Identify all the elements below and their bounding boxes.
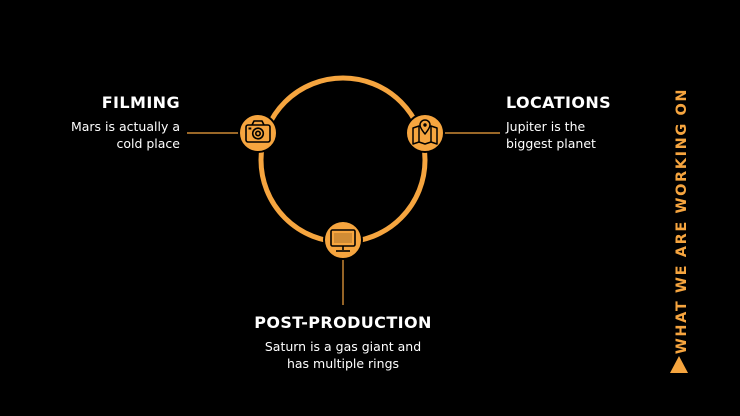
filming-description-line: cold place	[116, 136, 180, 151]
locations-description: Jupiter is the biggest planet	[506, 118, 646, 152]
filming-title: FILMING	[101, 93, 180, 112]
post-production-node	[323, 220, 363, 260]
triangle-arrow-icon	[670, 356, 688, 373]
cycle-ring	[258, 75, 428, 245]
locations-title: LOCATIONS	[506, 93, 612, 112]
side-title-text: WHAT WE ARE WORKING ON	[674, 87, 691, 355]
post-production-description-line: has multiple rings	[286, 356, 400, 371]
post-production-description: Saturn is a gas giant and has multiple r…	[213, 338, 473, 372]
locations-description-line: biggest planet	[506, 136, 596, 151]
map-pin-icon	[412, 119, 438, 145]
side-title: WHAT WE ARE WORKING ON	[671, 88, 693, 354]
post-production-description-line: Saturn is a gas giant and	[264, 339, 422, 354]
filming-description-line: Mars is actually a	[70, 119, 180, 134]
filming-block: FILMING Mars is actually a cold place	[40, 94, 180, 152]
locations-description-line: Jupiter is the	[506, 119, 586, 134]
post-production-block: POST-PRODUCTION Saturn is a gas giant an…	[213, 314, 473, 372]
monitor-icon	[330, 229, 356, 252]
filming-node	[238, 113, 278, 153]
locations-block: LOCATIONS Jupiter is the biggest planet	[506, 94, 646, 152]
filming-description: Mars is actually a cold place	[40, 118, 180, 152]
camera-icon	[245, 120, 271, 143]
post-production-title: POST-PRODUCTION	[254, 313, 432, 332]
locations-node	[405, 113, 445, 153]
